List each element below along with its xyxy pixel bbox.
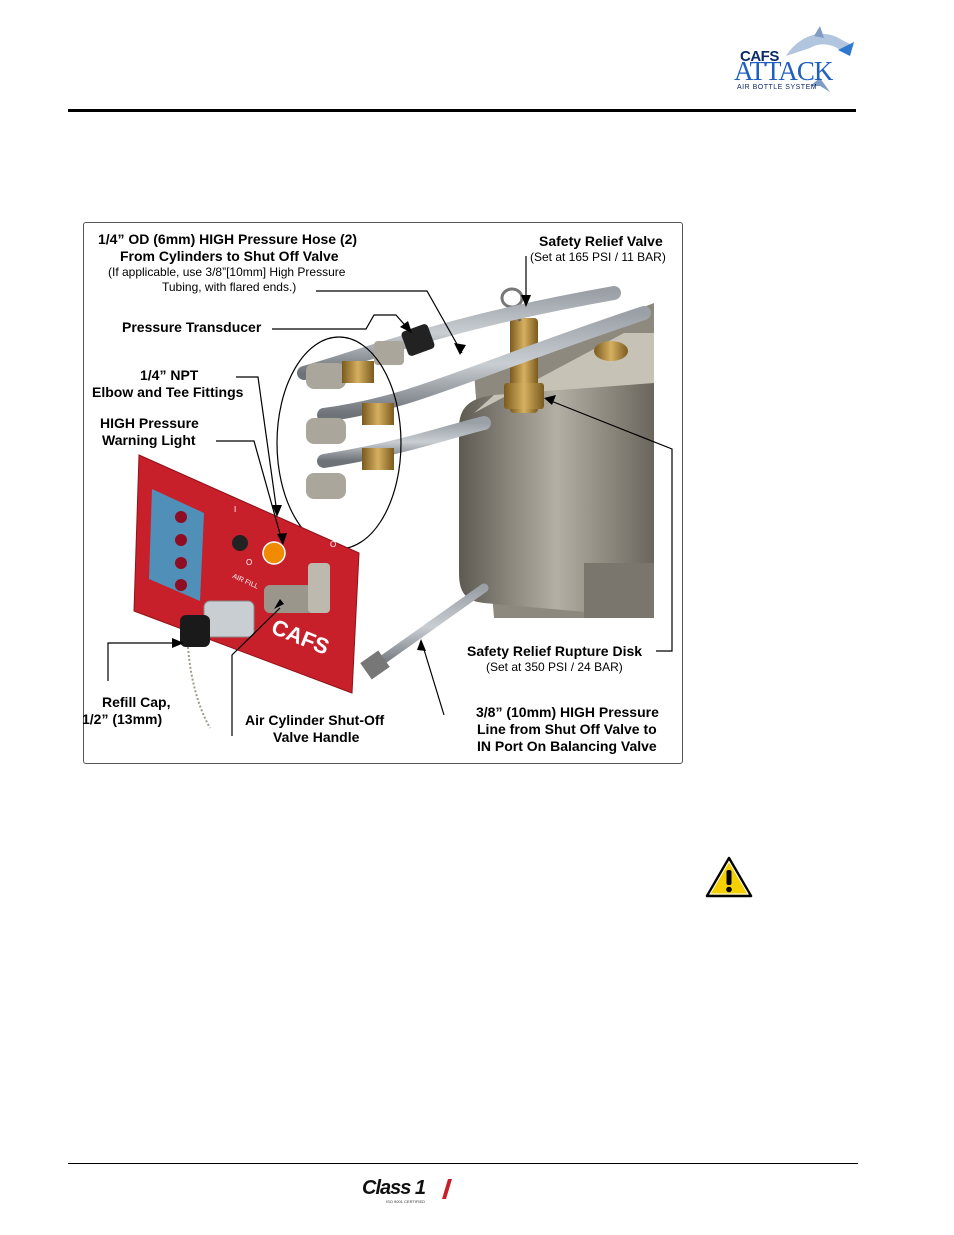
warning-light (262, 541, 286, 565)
valve-ring (500, 287, 524, 309)
rupture-disk-title: Safety Relief Rupture Disk (467, 643, 643, 659)
footer-rule (68, 1163, 858, 1164)
pressure-transducer-body (374, 341, 404, 365)
enable-switch (232, 535, 248, 551)
refill-cap-chain (187, 646, 211, 729)
npt-label-line1: 1/4” NPT (140, 367, 199, 383)
air-fill-port (203, 600, 255, 638)
panel-bottle-off-text: O (330, 540, 337, 549)
hose-title-line1: 1/4” OD (6mm) HIGH Pressure Hose (2) (98, 231, 358, 247)
footer-certification: ISO 9001 CERTIFIED (386, 1199, 426, 1204)
indicator-led-3 (175, 557, 187, 569)
logo-sub-text: AIR BOTTLE SYSTEM (737, 84, 818, 91)
shutoff-label-line2: Valve Handle (273, 729, 360, 745)
refill-cap-label-line2: 1/2” (13mm) (82, 711, 163, 727)
shutoff-label-line1: Air Cylinder Shut-Off (245, 712, 385, 728)
warning-triangle-icon (705, 856, 753, 898)
safety-valve-note: (Set at 165 PSI / 11 BAR) (530, 250, 666, 264)
panel-off-text: O (246, 558, 253, 567)
npt-label-line2: Elbow and Tee Fittings (92, 384, 244, 400)
equipment-illustration (107, 256, 673, 736)
hose-note-line2: Tubing, with flared ends.) (162, 280, 297, 294)
line-label-line3: IN Port On Balancing Valve (477, 738, 657, 754)
rupture-disk-note: (Set at 350 PSI / 24 BAR) (486, 660, 623, 674)
panel-on-text: I (234, 505, 237, 514)
tank-body (459, 383, 654, 618)
tank-foot (584, 563, 654, 618)
tee-fitting-1 (306, 418, 346, 444)
logo-top-word: CAFS (740, 48, 779, 65)
leader-arrows (172, 295, 556, 651)
header-rule (68, 109, 856, 112)
hose-middle (317, 306, 651, 422)
class1-swoosh-icon (442, 1179, 452, 1199)
line-label-line2: Line from Shut Off Valve to (477, 721, 657, 737)
figure-frame: CAFS CAFS ENABLE AIR BOTTLE AIR FILL I O… (82, 222, 683, 764)
refill-cap (180, 615, 210, 647)
shark-icon (786, 26, 854, 92)
logo-main-word: ATTACK (734, 56, 833, 86)
refill-cap-label-line1: Refill Cap, (102, 694, 171, 710)
indicator-led-2 (175, 534, 187, 546)
hose-lower (317, 416, 491, 468)
safety-valve-title: Safety Relief Valve (539, 233, 663, 249)
warning-light-label-line2: Warning Light (102, 432, 196, 448)
safety-relief-valve-base (504, 383, 544, 409)
indicator-led-1 (175, 511, 187, 523)
tank-plug (594, 341, 628, 361)
line-label-line1: 3/8” (10mm) HIGH Pressure (476, 704, 659, 720)
hose-note-line1: (If applicable, use 3/8”[10mm] High Pres… (108, 265, 346, 279)
pressure-transducer-connector (401, 324, 435, 356)
pressure-transducer-label: Pressure Transducer (122, 319, 262, 335)
tee-fitting-2 (306, 473, 346, 499)
hose-title-line2: From Cylinders to Shut Off Valve (120, 248, 339, 264)
leader-lines (107, 256, 673, 736)
cafs-attack-logo: CAFS ATTACK AIR BOTTLE SYSTEM (728, 26, 858, 96)
indicator-led-4 (175, 579, 187, 591)
class1-logo: Class 1 ISO 9001 CERTIFIED (362, 1177, 454, 1207)
elbow-fitting (306, 363, 346, 389)
warning-light-label-line1: HIGH Pressure (100, 415, 199, 431)
footer-brand: Class 1 (362, 1177, 426, 1199)
high-pressure-line (369, 583, 489, 671)
indicator-window (149, 489, 204, 601)
